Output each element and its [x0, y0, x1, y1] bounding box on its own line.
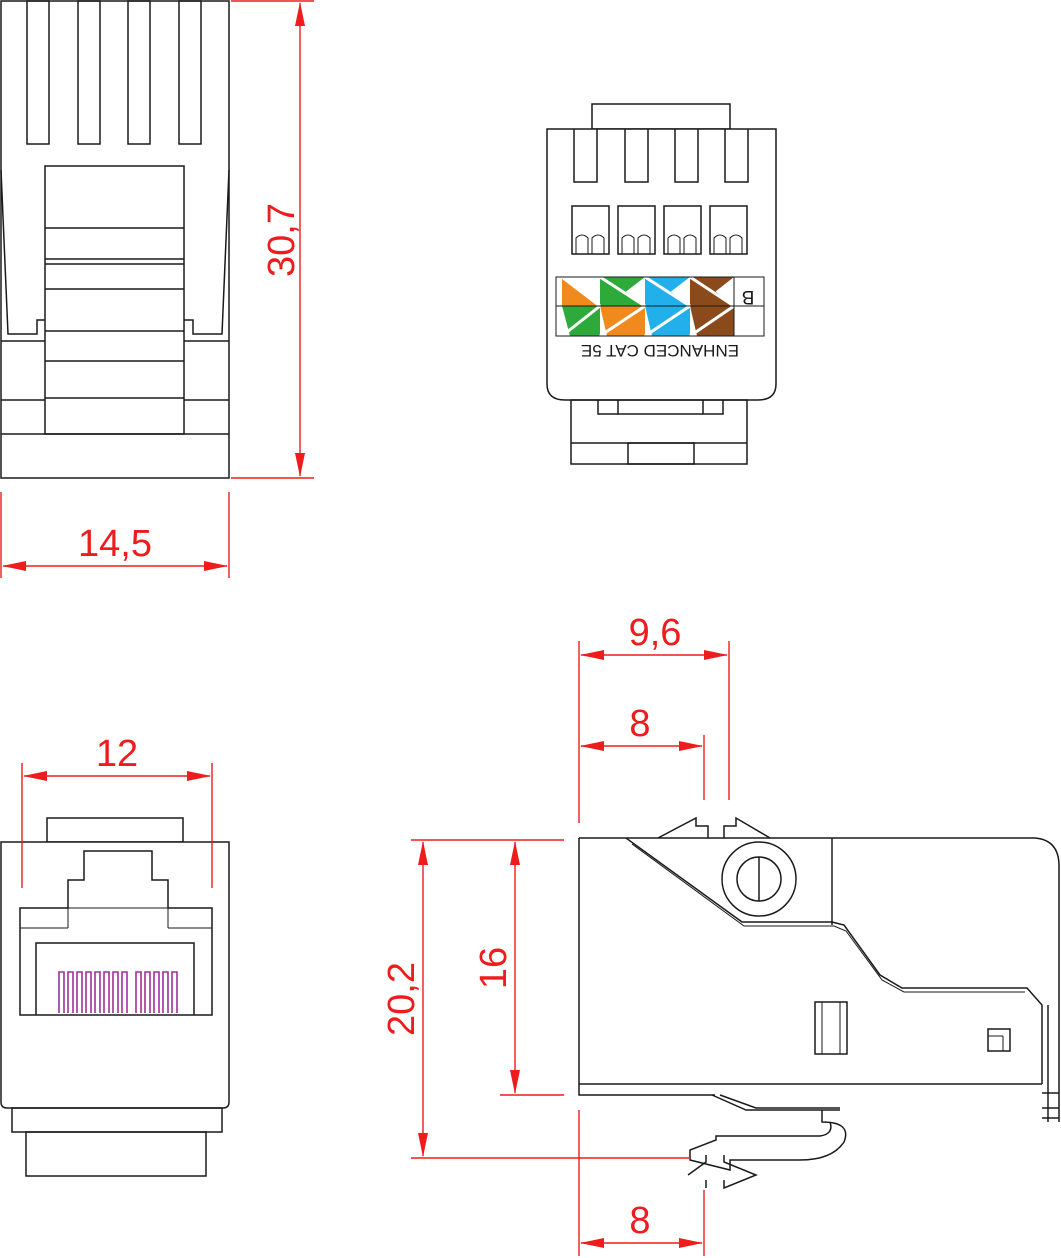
- idc-terminals: [571, 205, 748, 255]
- jack-top-tab: [46, 817, 184, 843]
- slot: [77, 0, 101, 145]
- side-window-small: [987, 1028, 1011, 1052]
- dimension-label: 12: [96, 733, 138, 775]
- dimension-side-depth-total: 9,6: [578, 612, 730, 823]
- dimension-label: 20,2: [381, 962, 423, 1036]
- side-view: [578, 816, 1060, 1190]
- dimension-label: 16: [473, 947, 515, 989]
- side-body: [578, 838, 715, 1096]
- dimension-label: 30,7: [261, 203, 303, 277]
- right-latch: [184, 169, 230, 335]
- left-latch: [0, 169, 45, 335]
- dimension-side-depth-upper: 8: [580, 703, 705, 800]
- dimension-label: 8: [629, 1200, 650, 1242]
- slot: [26, 0, 50, 145]
- center-block: [44, 165, 185, 435]
- screw-boss: [721, 841, 797, 917]
- dimension-side-height-body: 16: [473, 841, 564, 1096]
- jack-body: [0, 841, 230, 1109]
- dimension-label: 8: [629, 703, 650, 745]
- contact-pins: [58, 971, 178, 1013]
- rear-top-tab: [591, 103, 731, 130]
- dimension-side-height-total: 20,2: [381, 839, 690, 1159]
- wiring-scheme-letter: B: [742, 286, 755, 307]
- color-code-table: B: [555, 275, 765, 338]
- dimension-width-front: 14,5: [0, 492, 230, 578]
- dimension-side-depth-lower: 8: [578, 1110, 705, 1256]
- jack-bottom-block: [25, 1131, 207, 1177]
- slot: [178, 0, 202, 145]
- front-jack-view: [0, 817, 230, 1177]
- top-latch-right: [723, 816, 771, 839]
- top-view-outline: [0, 0, 230, 479]
- bottom-latch-arrow: [687, 1155, 758, 1190]
- jack-bottom-flange: [11, 1107, 223, 1133]
- slot: [127, 0, 151, 145]
- dimension-label: 14,5: [78, 523, 152, 565]
- dimension-jack-width: 12: [21, 733, 213, 888]
- dimension-height-front: 30,7: [231, 0, 314, 479]
- side-window: [814, 1001, 848, 1055]
- top-latch-left: [657, 816, 709, 839]
- rear-view: B ENHANCED CAT 5E: [546, 103, 777, 465]
- top-view: [0, 0, 230, 479]
- dimension-label: 9,6: [629, 612, 682, 654]
- bottom-latch: [689, 1110, 847, 1171]
- category-label: ENHANCED CAT 5E: [581, 341, 739, 360]
